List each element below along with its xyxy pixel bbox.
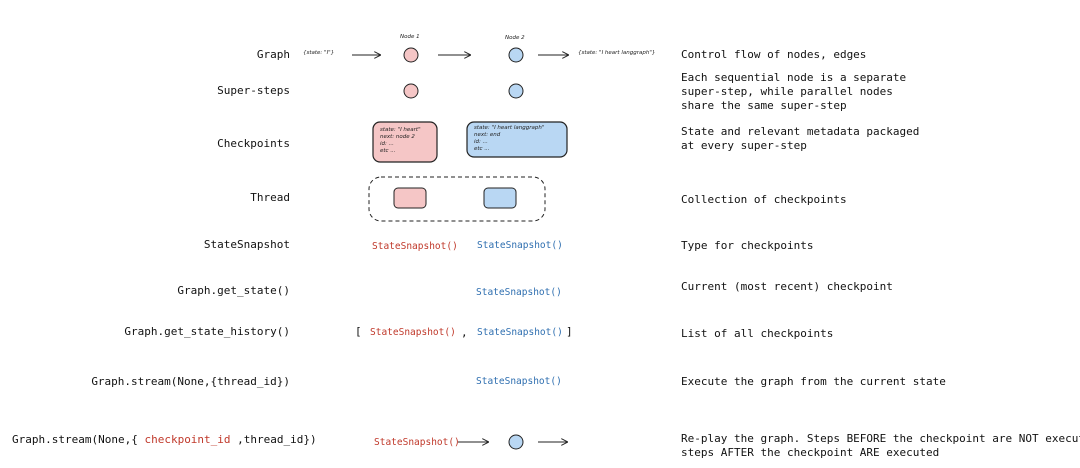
history-snapshot-red: StateSnapshot() bbox=[370, 327, 456, 338]
label-highlight-checkpoint-id: checkpoint_id bbox=[144, 433, 231, 446]
row-label-get-state-history: Graph.get_state_history() bbox=[124, 325, 290, 338]
superstep2-circle bbox=[508, 83, 524, 99]
thread-checkpoint-1 bbox=[393, 187, 427, 209]
output-state-text: {state: "I heart langgraph"} bbox=[578, 50, 656, 56]
row-label-statesnapshot: StateSnapshot bbox=[203, 238, 290, 251]
row-desc-checkpoints: State and relevant metadata packaged at … bbox=[681, 125, 920, 152]
node1-circle bbox=[403, 47, 419, 63]
replay-node-circle bbox=[508, 434, 524, 450]
row-label-checkpoints: Checkpoints bbox=[217, 137, 290, 150]
history-bracket-open: [ bbox=[355, 325, 362, 338]
history-bracket-close: ] bbox=[566, 325, 573, 338]
checkpoint-box-2 bbox=[466, 121, 568, 158]
replay-snapshot-red: StateSnapshot() bbox=[374, 437, 460, 448]
statesnapshot-red: StateSnapshot() bbox=[372, 241, 458, 252]
history-comma: , bbox=[461, 326, 468, 339]
row-desc-get-state: Current (most recent) checkpoint bbox=[681, 280, 893, 293]
row-label-graph: Graph bbox=[256, 48, 290, 61]
label-prefix: Graph.stream(None,{ bbox=[12, 433, 145, 446]
node1-label: Node 1 bbox=[400, 34, 420, 40]
node2-label: Node 2 bbox=[505, 35, 525, 41]
input-state-text: {state: "I"} bbox=[303, 50, 335, 56]
row-label-thread: Thread bbox=[250, 191, 290, 204]
row-label-get-state: Graph.get_state() bbox=[177, 284, 290, 297]
stream-snapshot-blue: StateSnapshot() bbox=[476, 376, 562, 387]
statesnapshot-blue: StateSnapshot() bbox=[477, 240, 563, 251]
row-label-super-steps: Super-steps bbox=[217, 84, 290, 97]
row-desc-thread: Collection of checkpoints bbox=[681, 193, 847, 206]
row-desc-super-steps: Each sequential node is a separate super… bbox=[681, 71, 907, 112]
row-label-stream-checkpoint: Graph.stream(None,{ checkpoint_id ,threa… bbox=[12, 433, 317, 446]
row-desc-get-state-history: List of all checkpoints bbox=[681, 327, 834, 340]
row-desc-replay: Re-play the graph. Steps BEFORE the chec… bbox=[681, 432, 1080, 459]
thread-checkpoint-2 bbox=[483, 187, 517, 209]
superstep1-circle bbox=[403, 83, 419, 99]
node2-circle bbox=[508, 47, 524, 63]
row-desc-statesnapshot: Type for checkpoints bbox=[681, 239, 814, 252]
row-label-stream: Graph.stream(None,{thread_id}) bbox=[91, 375, 290, 388]
get-state-snapshot-blue: StateSnapshot() bbox=[476, 287, 562, 298]
checkpoint-box-1 bbox=[372, 121, 438, 163]
history-snapshot-blue: StateSnapshot() bbox=[477, 327, 563, 338]
row-desc-stream: Execute the graph from the current state bbox=[681, 375, 946, 388]
checkpoint-box-1-text: state: "I heart" next: node 2 id: ... et… bbox=[380, 127, 421, 154]
checkpoint-box-2-text: state: "I heart langgraph" next: end id:… bbox=[474, 125, 545, 152]
row-desc-graph: Control flow of nodes, edges bbox=[681, 48, 867, 61]
label-suffix: ,thread_id}) bbox=[230, 433, 317, 446]
